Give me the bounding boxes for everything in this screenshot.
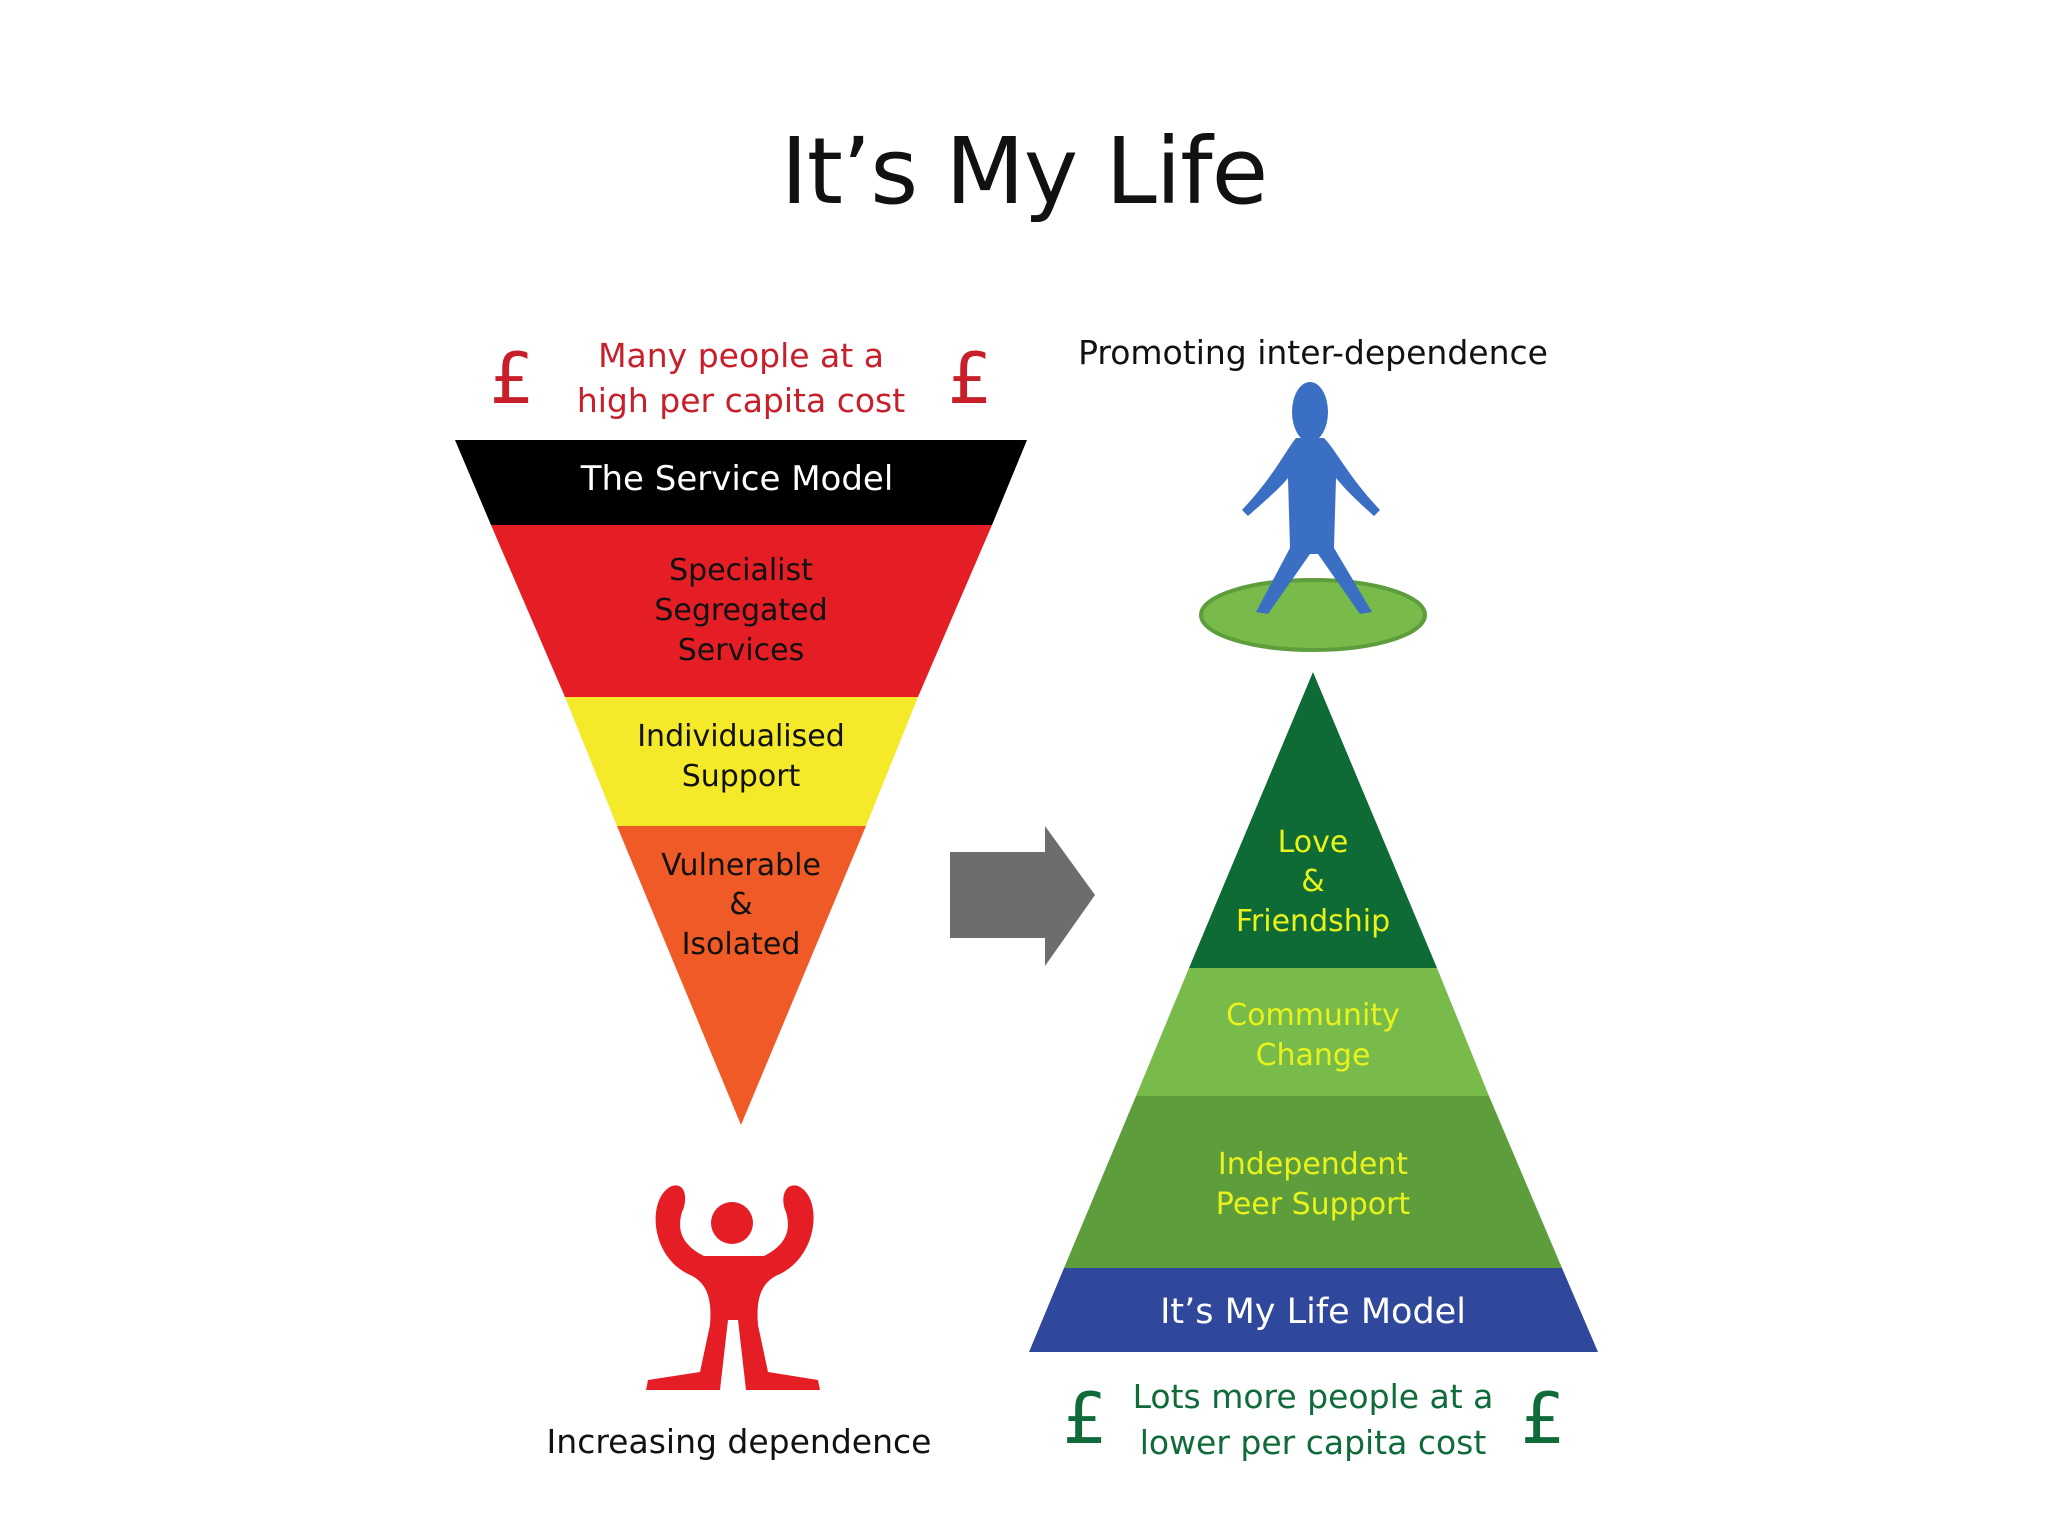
high-cost-caption-line-2: high per capita cost (577, 381, 905, 420)
service-model-triangle (455, 440, 1027, 1125)
ampersand-label: & (1301, 864, 1324, 899)
ampersand-label: & (729, 887, 752, 922)
segregated-label: Segregated (654, 593, 827, 628)
raised-arms-person-icon (646, 1185, 820, 1390)
community-change-layer (1136, 968, 1489, 1096)
change-label: Change (1256, 1038, 1371, 1073)
love-label: Love (1278, 825, 1349, 860)
low-cost-caption-line-1: Lots more people at a (1133, 1377, 1494, 1416)
independent-label: Independent (1218, 1147, 1408, 1182)
slide-title: It’s My Life (780, 118, 1269, 225)
pound-sign-right-2: £ (1521, 1378, 1566, 1460)
service-model-layer (455, 440, 1027, 525)
increasing-dependence-label: Increasing dependence (547, 1422, 932, 1461)
love-friendship-layer (1189, 672, 1437, 968)
support-label: Support (682, 759, 801, 794)
right-arrow-icon (950, 826, 1095, 966)
peer-support-label: Peer Support (1216, 1187, 1411, 1222)
friendship-label: Friendship (1236, 904, 1390, 939)
pound-sign-left-2: £ (948, 338, 993, 420)
promoting-interdependence-header: Promoting inter-dependence (1078, 333, 1548, 372)
services-label: Services (678, 633, 805, 668)
its-my-life-pyramid (1029, 672, 1598, 1352)
high-cost-caption-line-1: Many people at a (598, 336, 884, 375)
individualised-layer (565, 697, 918, 826)
vulnerable-label: Vulnerable (661, 848, 821, 883)
specialist-label: Specialist (669, 553, 813, 588)
vulnerable-layer (617, 826, 866, 1125)
pound-sign-left-1: £ (490, 338, 535, 420)
pound-sign-right-1: £ (1063, 1378, 1108, 1460)
specialist-layer (491, 525, 992, 697)
low-cost-caption-line-2: lower per capita cost (1140, 1423, 1487, 1462)
its-my-life-model-label: It’s My Life Model (1160, 1292, 1466, 1332)
its-my-life-model-layer (1029, 1268, 1598, 1352)
service-model-label: The Service Model (580, 459, 894, 499)
individualised-label: Individualised (637, 719, 845, 754)
peer-support-layer (1064, 1096, 1562, 1268)
standing-person-icon (1199, 382, 1427, 652)
community-label: Community (1226, 998, 1400, 1033)
green-platform (1199, 578, 1427, 652)
isolated-label: Isolated (682, 927, 801, 962)
